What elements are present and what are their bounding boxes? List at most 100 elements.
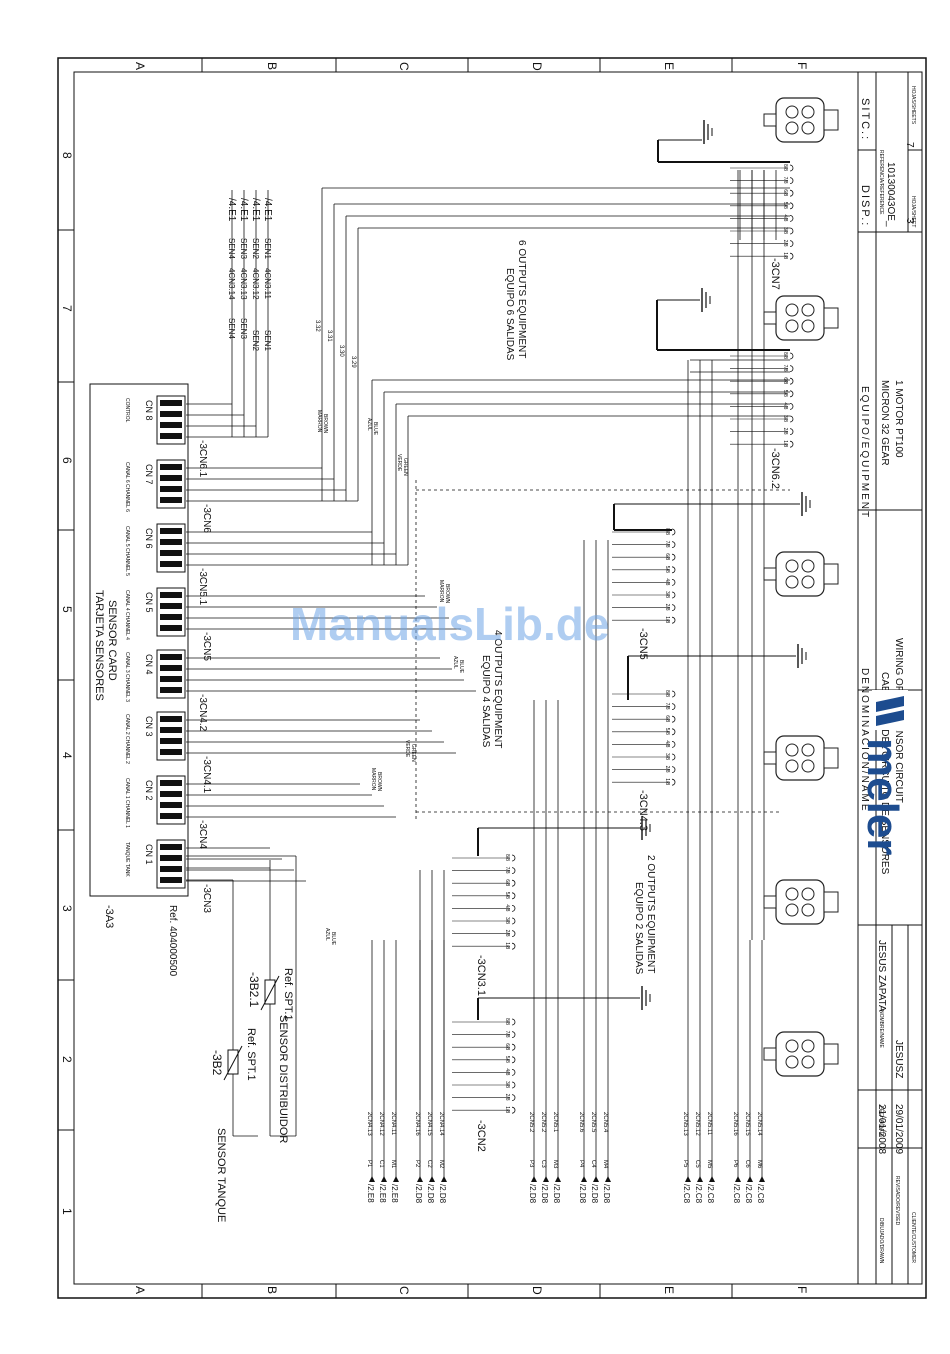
dist-sensor-name: SENSOR DISTRIBUIDOR [277,1015,289,1143]
connector-label: CANAL 2 CHANNEL 2 [124,714,130,764]
plug-pin [671,566,676,574]
pin-label: 4/8 [504,904,510,911]
connector-pin [160,561,182,567]
pin-label: 1/8 [782,440,788,447]
ground-icon [641,985,651,1011]
sensor-card-title-en: SENSOR CARD [106,600,118,681]
pin-label: 4/8 [664,578,670,585]
output-plug-tag: -3CN3.1 [475,955,487,996]
cable-color-label: BLUE [372,422,378,436]
connector-pin [160,780,182,786]
pin-label: 1/8 [782,252,788,259]
border-label: C [397,62,411,71]
cable-color-label: VERDE [396,454,402,472]
terminal-dest: /2.D8 [552,1184,561,1204]
plug-pin [789,227,794,235]
pin-label: 1/8 [504,942,510,949]
terminal-arrow-icon [709,1176,715,1182]
plug-pin [789,189,794,197]
terminal-cn: 2CN5.2 [540,1112,546,1133]
reference-label: REFERENCIA/REFERENCE [878,150,884,215]
plug-pin [511,930,516,937]
sen-name: SEN3 [239,238,248,259]
connector-label: CANAL 5 CHANNEL 5 [124,526,130,576]
plug-pin [671,703,676,710]
pin-label: 3/8 [504,917,510,924]
connector-label: CANAL 4 CHANNEL 4 [124,590,130,640]
border-number: 3 [60,905,74,912]
terminal-arrow-icon [369,1176,375,1182]
connector-name: CN 4 [144,654,154,675]
terminal-cn: 2CN4.12 [378,1112,384,1136]
terminal-signal: M1 [390,1160,396,1169]
revised-label: REVISADO/REVISED [894,1176,900,1226]
tank-sensor-ref: Ref. SPT.1 [245,1028,257,1081]
sensor-card-title: TARJETA SENSORES [93,590,105,701]
sitc-label: SITC.: [859,98,871,141]
terminal-cn: 2CN5.6 [578,1112,584,1133]
connector-pin [160,665,182,671]
plug-pin [789,415,794,423]
dist-sensor-ref: Ref. SPT.1 [282,968,294,1021]
pin-label: 7/8 [504,1031,510,1038]
border-label: A [133,62,147,70]
terminal-signal: C2 [426,1160,432,1168]
brand-name: meler [858,738,907,855]
plug-pin [511,917,516,925]
plug-pin [671,553,676,561]
plug-pin [511,1081,516,1089]
connector-pin [160,464,182,470]
sen-signals: 4CN3.14 4CN3.13 4CN3.12 4CN3.11 /4.E1 /4… [226,198,273,351]
terminal-arrow-icon [605,1176,611,1182]
connector-pin [160,497,182,503]
connector-label: CONTROL [124,398,130,423]
pin-label: 8/8 [504,1018,510,1025]
equipment-group-label: EQUIPO 2 SALIDAS [633,882,644,975]
plug-pin [789,202,794,210]
terminal-arrow-icon [429,1176,435,1182]
equipment-groups: EQUIPO 6 SALIDAS 6 OUTPUTS EQUIPMENT EQU… [480,240,656,975]
sheets-total-label: HOJAS/SHEETS [910,86,916,125]
tank-sensor: -3B2 Ref. SPT.1 SENSOR TANQUE [210,1028,257,1222]
border-label: F [795,1286,809,1293]
date-revised: 29/01/2009 [893,1104,904,1154]
equipment-line2: 1 MOTOR PT100 [893,380,904,458]
connector-pin [160,422,182,428]
pin-label: 2/8 [504,930,510,937]
terminal-dest: /2.D8 [602,1184,611,1204]
pin-label: 1/8 [664,616,670,623]
connector-pin [160,855,182,861]
connector-pin [160,400,182,406]
pin-label: 3/8 [782,227,788,234]
pin-label: 7/8 [782,365,788,372]
pin-label: 7/8 [664,703,670,710]
plug-pin [789,403,794,410]
sensor-card-ref: Ref. 404000500 [167,905,178,977]
cable-color-label: MARRON [370,768,376,791]
pin-label: 8/8 [664,690,670,697]
terminal-cn: 2CN5.15 [744,1112,750,1136]
equipment-group-label: 4 OUTPUTS EQUIPMENT [492,630,503,748]
terminal-arrow-icon [697,1176,703,1182]
plug-pin [671,766,676,773]
sen-cn-label: 4CN3.12 [251,268,260,300]
equipment-group-label: 2 OUTPUTS EQUIPMENT [645,855,656,973]
terminal-arrow-icon [393,1176,399,1182]
connector-pin [160,654,182,660]
terminal-dest: /2.D8 [414,1184,423,1204]
plug-pin [511,1069,516,1076]
plug-pin [789,240,794,247]
connector-name: CN 6 [144,528,154,549]
border-left-numbers: 8 7 6 5 4 3 2 1 [60,152,74,1215]
plug-pin [511,1043,516,1051]
sen-cn-label: 4CN3.14 [227,268,236,300]
pin-label: 2/8 [664,766,670,773]
drawn-label: DIBUJADO/DRAWN [878,1218,884,1264]
plug-pin [511,1056,516,1064]
plug-pin [511,1106,516,1114]
terminal-arrow-icon [381,1176,387,1182]
terminal-cn: 2CN4.15 [426,1112,432,1136]
plug-pin [511,879,516,887]
dist-sensor-tag: -3B2.1 [247,972,261,1008]
